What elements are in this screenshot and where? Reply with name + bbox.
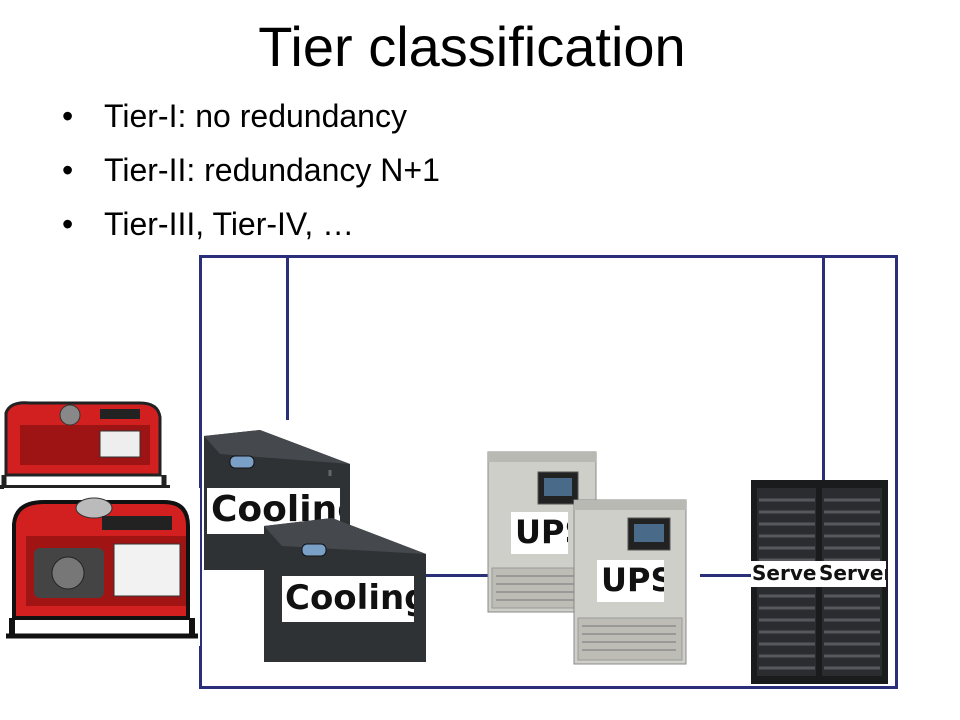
bullet-item: •Tier-II: redundancy N+1 bbox=[62, 152, 440, 188]
bullet-text: Tier-III, Tier-IV, … bbox=[104, 206, 355, 242]
bullet-text: Tier-I: no redundancy bbox=[104, 98, 407, 134]
cooling-label: Cooling bbox=[282, 576, 414, 622]
generator-icon bbox=[4, 488, 200, 646]
slide-title: Tier classification bbox=[258, 15, 686, 78]
cooling-drop-line bbox=[286, 255, 289, 420]
bullet-item: •Tier-III, Tier-IV, … bbox=[62, 206, 355, 242]
ups-server-link bbox=[700, 574, 756, 577]
cooling-ups-link bbox=[420, 574, 492, 577]
bullet-text: Tier-II: redundancy N+1 bbox=[104, 152, 440, 188]
loop-right-line bbox=[895, 255, 898, 689]
server-label: Server bbox=[817, 561, 886, 587]
loop-top-line bbox=[199, 255, 898, 258]
server-drop-line bbox=[822, 255, 825, 485]
generator-icon bbox=[0, 395, 172, 495]
loop-bottom-line bbox=[199, 686, 898, 689]
loop-left-line bbox=[199, 255, 202, 689]
ups-label: UPS bbox=[597, 560, 664, 602]
bullet-item: •Tier-I: no redundancy bbox=[62, 98, 407, 134]
bullet-list: •Tier-I: no redundancy •Tier-II: redunda… bbox=[62, 96, 440, 258]
ups-label: UPS bbox=[511, 512, 568, 554]
server-label: Server bbox=[751, 561, 819, 587]
